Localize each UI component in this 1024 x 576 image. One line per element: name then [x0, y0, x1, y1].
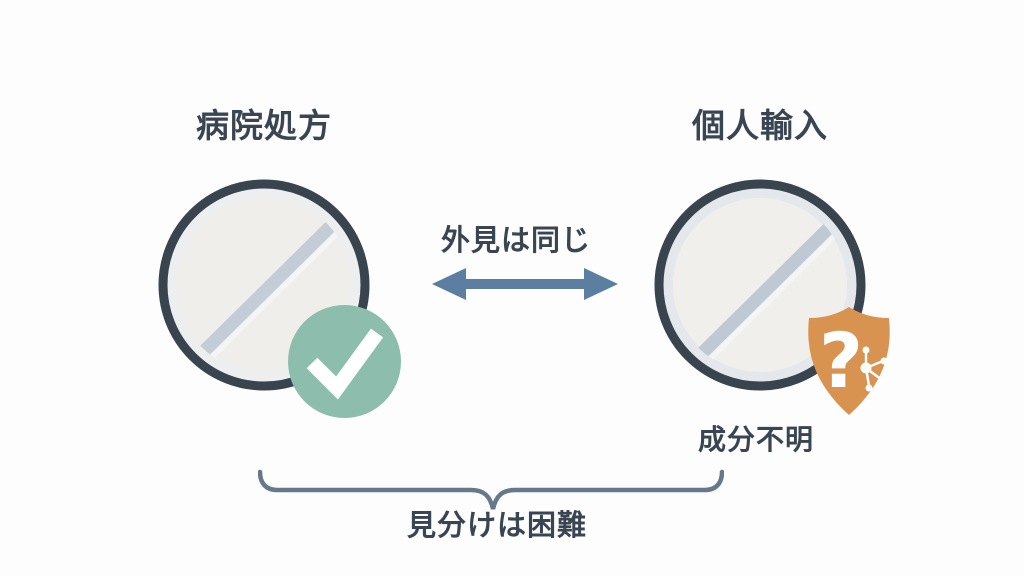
check-circle-icon	[288, 305, 401, 418]
conclusion-label: 見分けは困難	[406, 510, 587, 542]
right-caption: 成分不明	[697, 424, 814, 455]
comparison-label: 外見は同じ	[440, 225, 591, 257]
comparison-arrow	[431, 267, 619, 301]
pill-score-line	[185, 208, 352, 373]
double-headed-arrow-icon	[432, 268, 618, 300]
check-icon	[306, 328, 384, 400]
curly-brace-icon	[258, 469, 724, 510]
bottom-brace	[258, 465, 724, 513]
question-shield-badge: ?	[793, 304, 905, 418]
molecule-icon	[860, 346, 888, 392]
pill-score-line	[683, 210, 848, 373]
right-column-title: 個人輸入	[692, 107, 828, 144]
left-column-title: 病院処方	[196, 107, 332, 144]
question-shield-icon: ?	[808, 307, 890, 415]
check-badge	[288, 305, 401, 418]
question-mark-glyph: ?	[819, 316, 863, 405]
pill-face	[673, 198, 847, 372]
